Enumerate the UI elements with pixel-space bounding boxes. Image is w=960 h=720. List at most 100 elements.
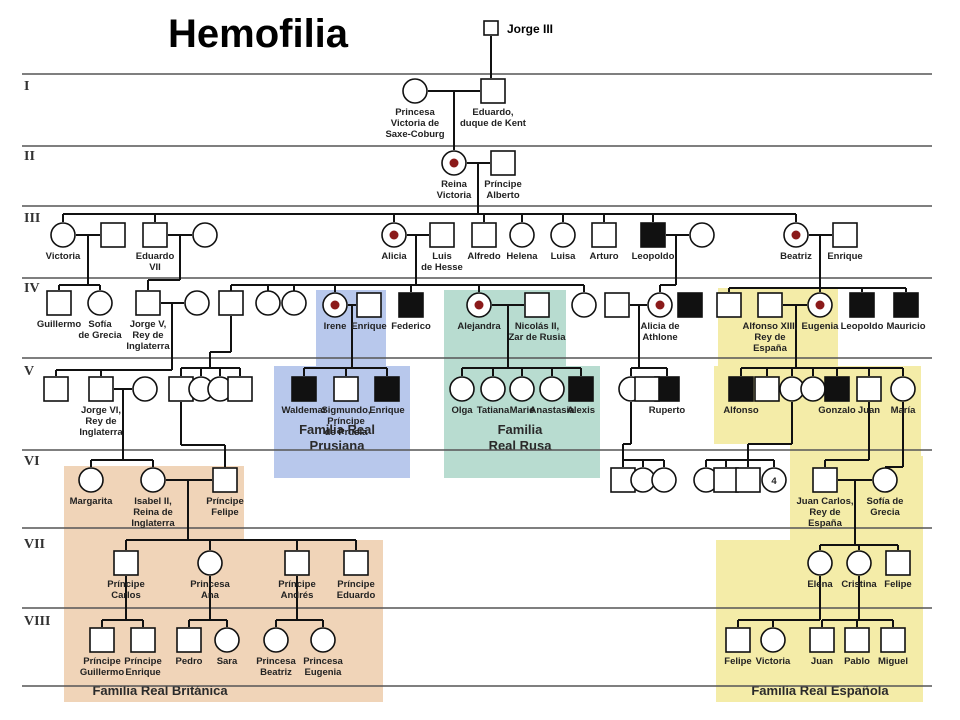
person-isabel-ii — [140, 467, 166, 493]
female-symbol — [550, 222, 576, 248]
person-juan-v — [856, 376, 882, 402]
male-symbol — [100, 222, 126, 248]
person-name: Príncipe — [484, 179, 522, 190]
person-name: Príncipe — [278, 579, 316, 590]
family-label-prussian: Familia Real — [299, 422, 375, 437]
person-name: Mauricio — [886, 321, 925, 332]
male-symbol — [713, 467, 739, 493]
male-symbol — [893, 292, 919, 318]
female-symbol — [872, 467, 898, 493]
person-sofia-grecia-iv — [87, 290, 113, 316]
male-symbol — [725, 627, 751, 653]
person-name: Alejandra — [457, 321, 501, 332]
person-eduardo-kent — [480, 78, 506, 104]
carrier-dot — [474, 300, 484, 310]
person-arturo — [591, 222, 617, 248]
person-name: Juan Carlos, — [796, 496, 853, 507]
person-name: Enrique — [125, 667, 160, 678]
male-symbol — [824, 376, 850, 402]
person-victoria-iii — [50, 222, 76, 248]
person-name: de Grecia — [78, 330, 122, 341]
female-symbol — [539, 376, 565, 402]
person-name: Eduardo — [337, 590, 376, 601]
male-symbol — [333, 376, 359, 402]
person-felipe-vii — [885, 550, 911, 576]
person-enrique-iii — [832, 222, 858, 248]
male-symbol — [677, 292, 703, 318]
person-leopoldo-iv — [849, 292, 875, 318]
female-symbol — [50, 222, 76, 248]
female-symbol — [255, 290, 281, 316]
male-symbol — [398, 292, 424, 318]
female-symbol — [87, 290, 113, 316]
male-symbol — [634, 376, 660, 402]
female-symbol — [761, 467, 787, 493]
person-felipe-viii — [725, 627, 751, 653]
male-symbol — [885, 550, 911, 576]
person-name: Enrique — [369, 405, 404, 416]
generation-label-VI: VI — [24, 454, 40, 469]
female-symbol — [807, 550, 833, 576]
female-symbol — [132, 376, 158, 402]
person-name: Waldemar — [281, 405, 326, 416]
person-hesse-dau2 — [281, 290, 307, 316]
person-name: Leopoldo — [632, 251, 675, 262]
person-leopoldo-iii — [640, 222, 666, 248]
female-symbol — [78, 467, 104, 493]
person-name: Jorge V, — [130, 319, 167, 330]
male-symbol — [480, 78, 506, 104]
person-name: Pedro — [176, 656, 203, 667]
person-princesa-eugenia — [310, 627, 336, 653]
person-name: Guillermo — [37, 319, 82, 330]
female-symbol — [760, 627, 786, 653]
male-symbol — [728, 376, 754, 402]
male-symbol — [374, 376, 400, 402]
person-beatriz-son1 — [716, 292, 742, 318]
person-name: Victoria — [46, 251, 81, 262]
person-name: Alfonso XIII, — [743, 321, 798, 332]
person-princesa-ana — [197, 550, 223, 576]
person-name: España — [753, 343, 788, 354]
person-spain-v-m1 — [754, 376, 780, 402]
person-principe-enrique — [130, 627, 156, 653]
person-principe-alberto — [490, 150, 516, 176]
person-alfredo — [471, 222, 497, 248]
female-symbol — [651, 467, 677, 493]
person-name: Inglaterra — [79, 427, 123, 438]
person-waldemar — [291, 376, 317, 402]
family-label-russian: Familia — [498, 422, 544, 437]
person-pablo — [844, 627, 870, 653]
person-name: Irene — [324, 321, 347, 332]
person-anastasia — [539, 376, 565, 402]
male-symbol — [716, 292, 742, 318]
person-name: Luisa — [551, 251, 577, 262]
person-name: Eugenia — [802, 321, 840, 332]
person-helena — [509, 222, 535, 248]
person-spain-vi-four: 4 — [761, 467, 787, 493]
person-nicolas-ii — [524, 292, 550, 318]
carrier-dot — [791, 230, 801, 240]
person-jorge-v-wife — [184, 290, 210, 316]
person-name: Saxe-Coburg — [385, 129, 444, 140]
person-pedro — [176, 627, 202, 653]
female-symbol — [846, 550, 872, 576]
carrier-dot — [330, 300, 340, 310]
person-v-m2 — [227, 376, 253, 402]
person-luisa — [550, 222, 576, 248]
person-jorge-v-son1 — [43, 376, 69, 402]
female-symbol — [890, 376, 916, 402]
person-maria-v — [890, 376, 916, 402]
person-name: Anastasia — [530, 405, 576, 416]
person-name: Sofía — [88, 319, 112, 330]
person-name: Ruperto — [649, 405, 686, 416]
person-jorge-vi-wife — [132, 376, 158, 402]
male-symbol — [856, 376, 882, 402]
female-symbol — [480, 376, 506, 402]
generation-label-VII: VII — [24, 537, 45, 552]
person-spain-v-f2 — [800, 376, 826, 402]
person-eugenia — [807, 292, 833, 318]
male-symbol — [176, 627, 202, 653]
person-name: Guillermo — [80, 667, 125, 678]
person-name: Sofía de — [867, 496, 904, 507]
